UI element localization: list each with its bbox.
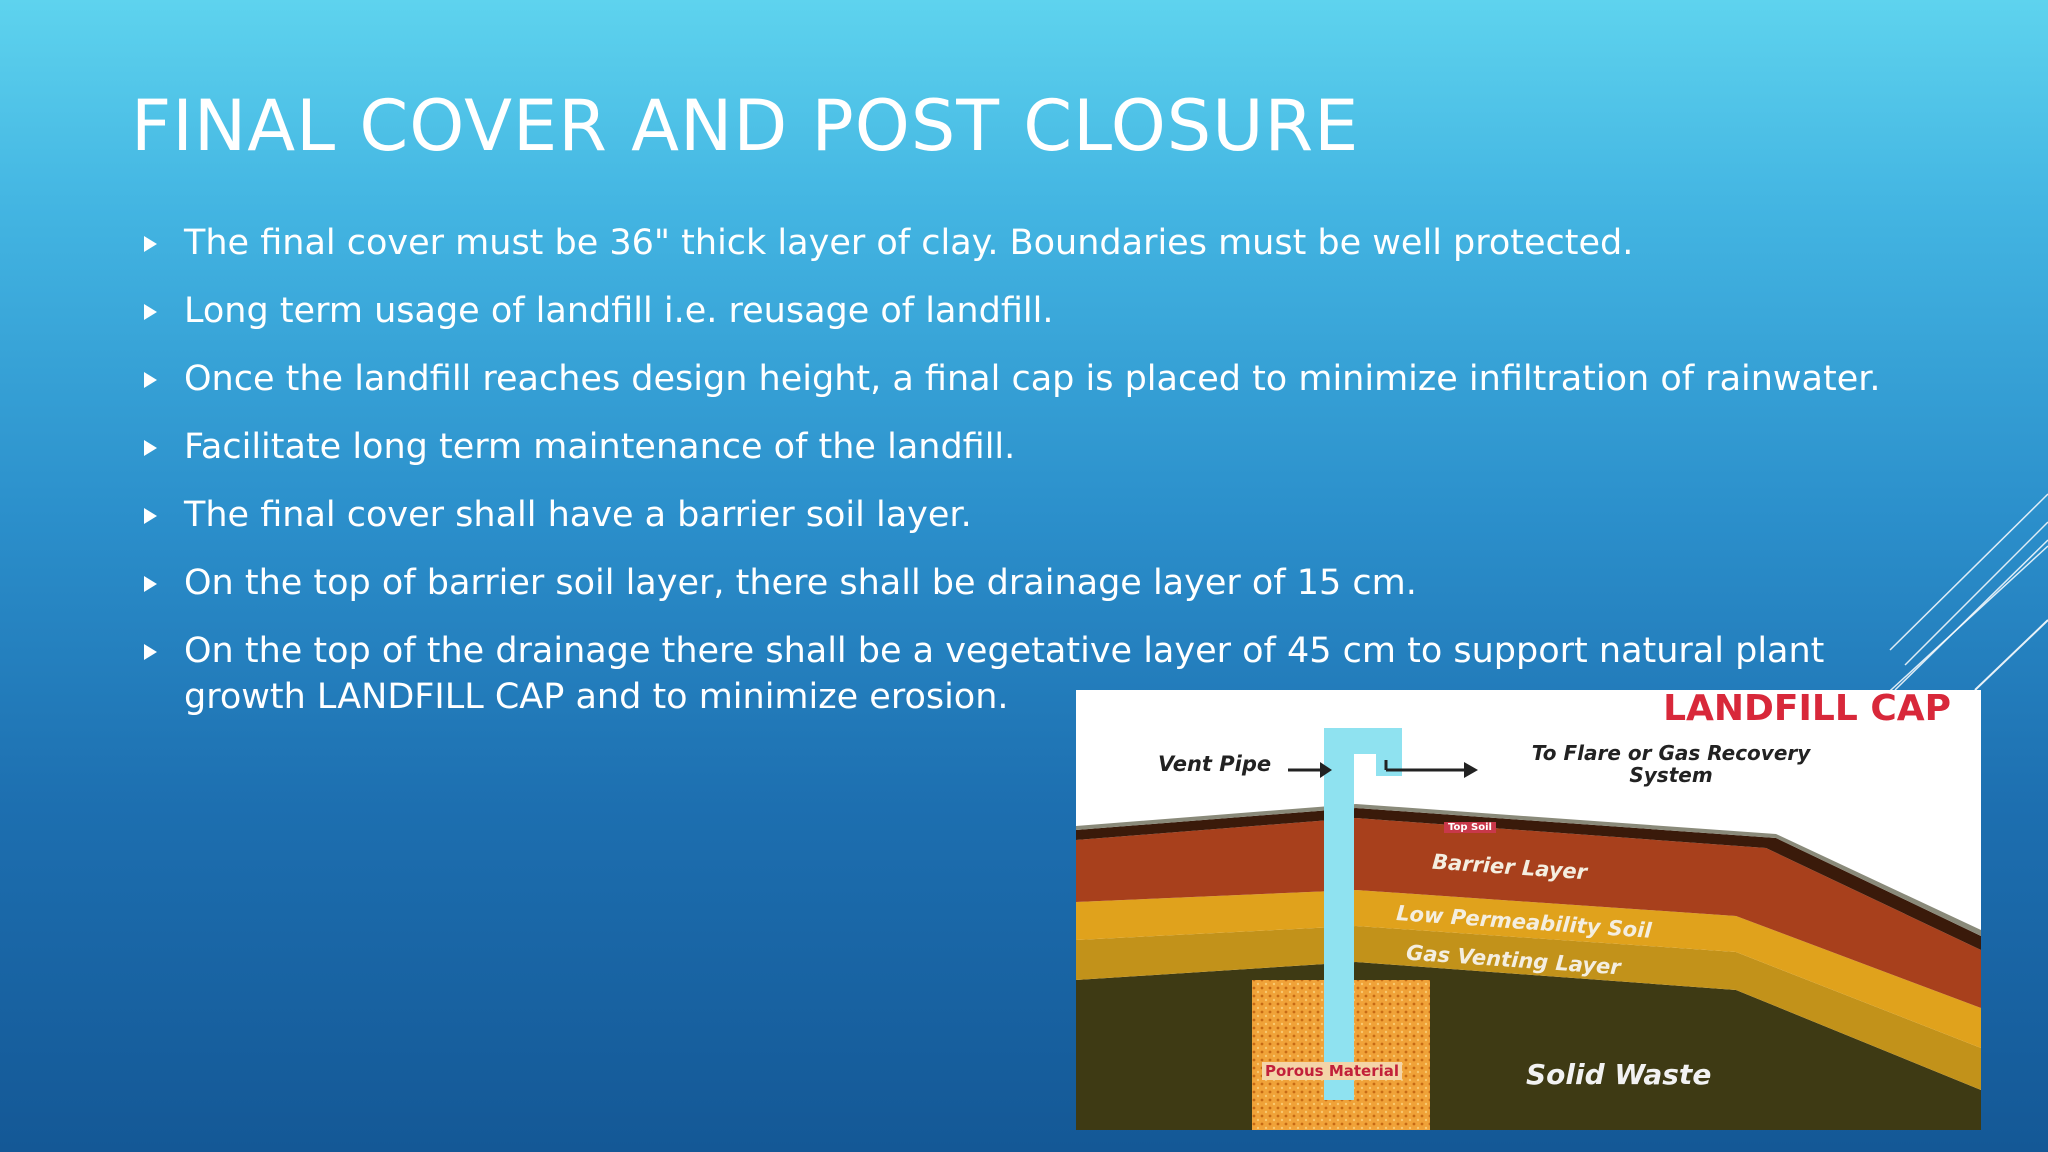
bullet-item: On the top of barrier soil layer, there … xyxy=(140,560,1900,606)
bullet-arrow-icon xyxy=(144,372,157,388)
porous-material-label: Porous Material xyxy=(1262,1062,1403,1080)
bullet-item: Facilitate long term maintenance of the … xyxy=(140,424,1900,470)
bullet-arrow-icon xyxy=(144,576,157,592)
bullet-arrow-icon xyxy=(144,236,157,252)
flare-label: To Flare or Gas Recovery System xyxy=(1531,741,1811,787)
diagram-title: LANDFILL CAP xyxy=(1663,690,1951,729)
bullet-text: The final cover shall have a barrier soi… xyxy=(184,495,972,535)
bullet-item: Once the landfill reaches design height,… xyxy=(140,356,1900,402)
vent-pipe-label: Vent Pipe xyxy=(1158,752,1272,776)
bullet-text: On the top of the drainage there shall b… xyxy=(184,631,1825,717)
solid-waste-label: Solid Waste xyxy=(1526,1058,1712,1091)
bullet-item: On the top of the drainage there shall b… xyxy=(140,628,1939,720)
bullet-text: Long term usage of landfill i.e. reusage… xyxy=(184,291,1054,331)
slide-title: FINAL COVER AND POST CLOSURE xyxy=(131,85,1360,167)
top-soil-label: Top Soil xyxy=(1444,822,1496,833)
bullet-text: The final cover must be 36" thick layer … xyxy=(184,223,1634,263)
bullet-arrow-icon xyxy=(144,508,157,524)
bullet-arrow-icon xyxy=(144,304,157,320)
bullet-text: On the top of barrier soil layer, there … xyxy=(184,563,1417,603)
bullet-arrow-icon xyxy=(144,644,157,660)
bullet-item: The final cover shall have a barrier soi… xyxy=(140,492,1900,538)
bullet-list: The final cover must be 36" thick layer … xyxy=(140,220,1900,742)
bullet-arrow-icon xyxy=(144,440,157,456)
bullet-text: Facilitate long term maintenance of the … xyxy=(184,427,1016,467)
bullet-item: The final cover must be 36" thick layer … xyxy=(140,220,1900,266)
landfill-cap-diagram: LANDFILL CAP Vent Pipe To Flare or Gas R… xyxy=(1076,690,1981,1130)
landfill-cap-illustration xyxy=(1076,728,1981,1130)
bullet-item: Long term usage of landfill i.e. reusage… xyxy=(140,288,1900,334)
bullet-text: Once the landfill reaches design height,… xyxy=(184,359,1881,399)
